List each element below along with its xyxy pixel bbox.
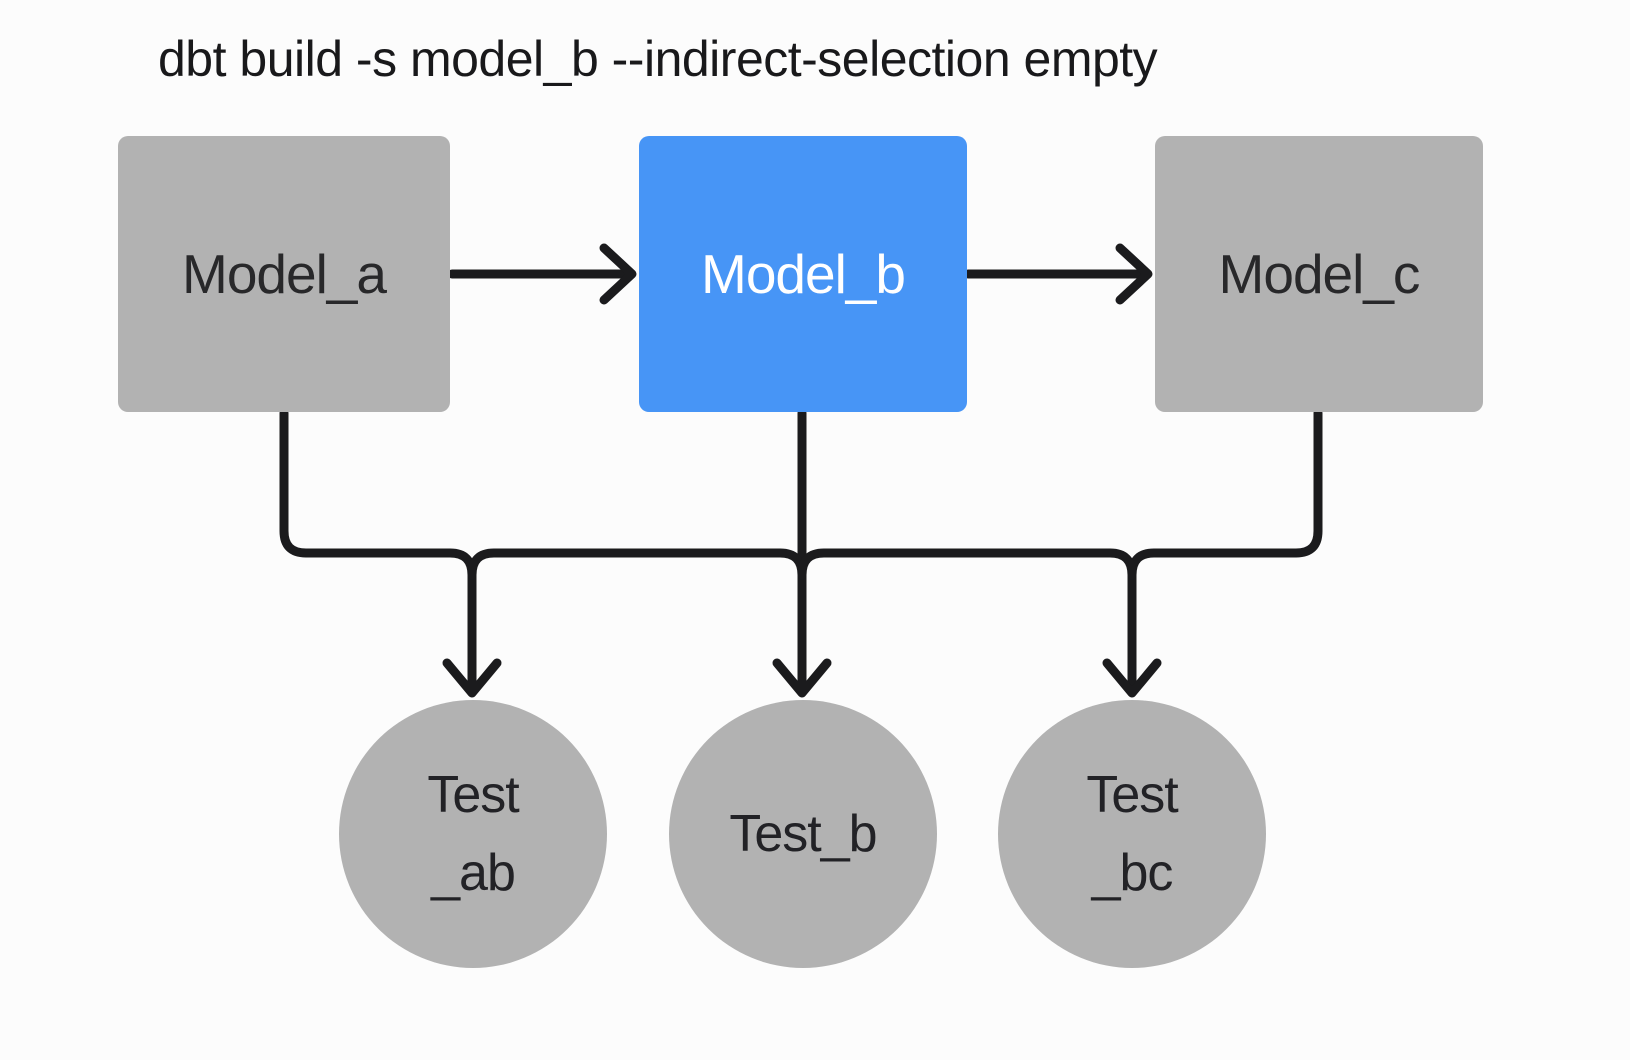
edge-model-a-to-test-ab — [279, 408, 502, 698]
node-test-bc: Test _bc — [998, 700, 1266, 968]
arrowhead-down-icon — [442, 658, 502, 698]
arrowhead-right-icon — [1115, 243, 1153, 305]
node-model-b-label: Model_b — [701, 243, 906, 305]
edge-line — [279, 408, 477, 695]
edge-line — [1127, 408, 1323, 695]
node-test-b-label-line1: Test_b — [729, 805, 877, 863]
node-model-c-label: Model_c — [1218, 243, 1421, 305]
node-model-a-label: Model_a — [182, 243, 387, 305]
command-title: dbt build -s model_b --indirect-selectio… — [158, 31, 1158, 87]
edge-model-b-to-test-b — [772, 408, 832, 698]
arrowhead-down-icon — [772, 658, 832, 698]
node-test-bc-label-line2: _bc — [1091, 844, 1174, 902]
node-test-ab-label-line2: _ab — [431, 844, 516, 902]
node-test-bc-label-line1: Test — [1086, 766, 1178, 824]
node-test-ab-label-line1: Test — [427, 766, 519, 824]
node-model-c: Model_c — [1155, 136, 1483, 412]
edge-bus-right-segment — [797, 548, 1137, 580]
arrowhead-right-icon — [599, 243, 637, 305]
node-test-b: Test_b — [669, 700, 937, 968]
edge-model-b-to-model-c — [963, 243, 1153, 305]
edge-bus-left-segment — [467, 548, 807, 580]
arrowhead-down-icon — [1102, 658, 1162, 698]
node-model-a: Model_a — [118, 136, 450, 412]
edge-model-a-to-model-b — [447, 243, 637, 305]
edge-model-c-to-test-bc — [1102, 408, 1323, 698]
edge-line — [797, 548, 1137, 580]
node-test-ab: Test _ab — [339, 700, 607, 968]
node-model-b: Model_b — [639, 136, 967, 412]
edge-line — [467, 548, 807, 580]
